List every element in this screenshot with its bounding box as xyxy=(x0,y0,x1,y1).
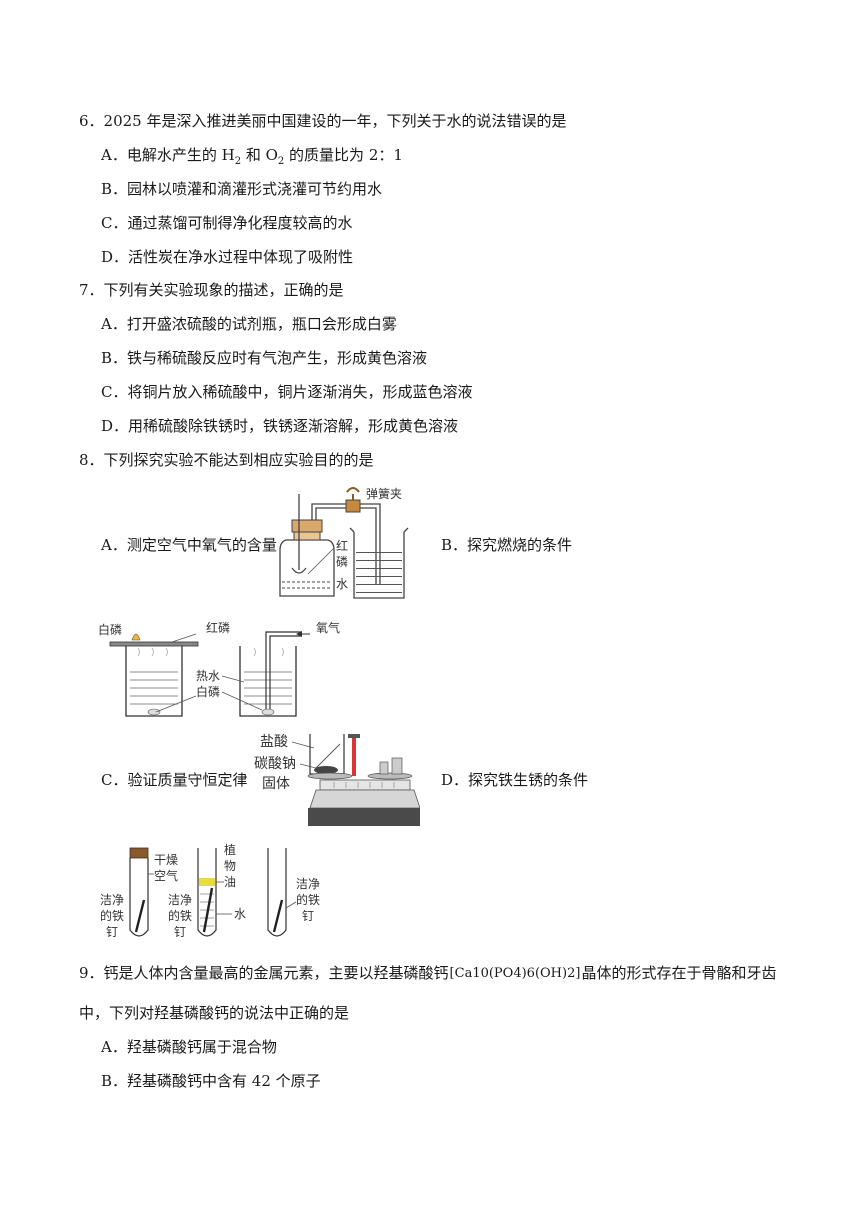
figure-oxygen-content-apparatus: 弹簧夹 红 磷 水 xyxy=(279,486,409,599)
label-veg-oil-1: 植 xyxy=(224,842,236,857)
q6-option-b: B．园林以喷灌和滴灌形式浇灌可节约用水 xyxy=(101,180,383,198)
label-red-phosphorus-2: 磷 xyxy=(336,554,348,569)
label-clean-nail-1a: 洁净 xyxy=(100,893,124,907)
q9-stem-line1: 9．钙是人体内含量最高的金属元素，主要以羟基磷酸钙[Ca10(PO4)6(OH)… xyxy=(79,964,777,982)
q8-option-a: A．测定空气中氧气的含量 xyxy=(101,536,277,554)
label-dry-air-2: 空气 xyxy=(154,868,178,883)
q8-option-d: D．探究铁生锈的条件 xyxy=(441,771,589,789)
label-veg-oil-2: 物 xyxy=(224,859,236,873)
q7-option-a: A．打开盛浓硫酸的试剂瓶，瓶口会形成白雾 xyxy=(101,315,397,333)
q6-option-a: A．电解水产生的 H2 和 O2 的质量比为 2：1 xyxy=(101,146,403,167)
q6-option-d: D．活性炭在净水过程中体现了吸附性 xyxy=(101,248,354,266)
label-hot-water: 热水 xyxy=(196,669,220,683)
label-clean-nail-3c: 钉 xyxy=(302,909,314,923)
q8-stem: 8．下列探究实验不能达到相应实验目的的是 xyxy=(79,451,374,469)
q9-stem-line2: 中，下列对羟基磷酸钙的说法中正确的是 xyxy=(79,1004,350,1022)
q6-option-c: C．通过蒸馏可制得净化程度较高的水 xyxy=(101,214,353,232)
q9-option-b: B．羟基磷酸钙中含有 42 个原子 xyxy=(101,1072,321,1090)
q7-option-c: C．将铜片放入稀硫酸中，铜片逐渐消失，形成蓝色溶液 xyxy=(101,383,473,401)
label-veg-oil-3: 油 xyxy=(224,875,236,889)
q7-option-b: B．铁与稀硫酸反应时有气泡产生，形成黄色溶液 xyxy=(101,349,428,367)
q9-option-a: A．羟基磷酸钙属于混合物 xyxy=(101,1038,277,1056)
q6-stem: 6．2025 年是深入推进美丽中国建设的一年，下列关于水的说法错误的是 xyxy=(79,112,567,130)
label-clean-nail-2c: 钉 xyxy=(174,925,186,939)
label-sodium-carbonate-2: 固体 xyxy=(262,776,290,792)
q7-stem: 7．下列有关实验现象的描述，正确的是 xyxy=(79,281,344,299)
label-water-2: 水 xyxy=(234,907,246,921)
label-red-phosphorus: 红磷 xyxy=(206,620,230,635)
hydroxyapatite-formula: [Ca10(PO4)6(OH)2] xyxy=(449,966,581,981)
label-hydrochloric-acid: 盐酸 xyxy=(260,734,288,750)
label-clean-nail-1b: 的铁 xyxy=(100,908,124,923)
label-white-phosphorus-2: 白磷 xyxy=(196,684,220,699)
figure-mass-conservation-balance: 盐酸 碳酸钠 固体 xyxy=(254,734,420,826)
label-clean-nail-3b: 的铁 xyxy=(296,892,320,907)
label-oxygen: 氧气 xyxy=(316,620,340,635)
label-dry-air-1: 干燥 xyxy=(154,853,178,867)
label-red-phosphorus-1: 红 xyxy=(336,538,348,553)
q7-option-d: D．用稀硫酸除铁锈时，铁锈逐渐溶解，形成黄色溶液 xyxy=(101,417,459,435)
q8-option-c: C．验证质量守恒定律 xyxy=(101,771,248,789)
figure-iron-rusting-tubes: 干燥 空气 洁净 的铁 钉 植 物 油 洁净 的铁 钉 水 洁净 的铁 钉 xyxy=(100,842,320,939)
label-clean-nail-1c: 钉 xyxy=(106,925,118,939)
label-clean-nail-3a: 洁净 xyxy=(296,877,320,891)
figure-combustion-apparatus: 白磷 红磷 氧气 热水 白磷 xyxy=(98,620,340,717)
label-spring-clamp: 弹簧夹 xyxy=(366,486,402,501)
label-sodium-carbonate-1: 碳酸钠 xyxy=(254,756,296,772)
label-clean-nail-2a: 洁净 xyxy=(168,893,192,907)
label-white-phosphorus: 白磷 xyxy=(98,622,122,637)
q8-option-b: B．探究燃烧的条件 xyxy=(441,536,573,554)
label-clean-nail-2b: 的铁 xyxy=(168,908,192,923)
label-water: 水 xyxy=(336,577,348,591)
